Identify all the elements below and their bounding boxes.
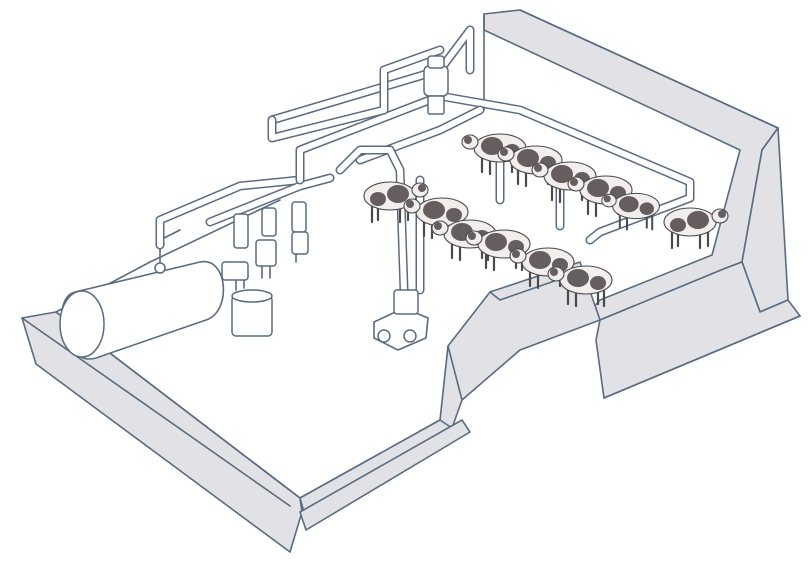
pit-ramp [299,261,601,513]
milk-can [221,261,273,337]
parlour-building [21,9,801,553]
cows [363,133,729,308]
cow-upper-5 [601,192,660,231]
cow-lower-6 [547,265,613,308]
cow-right-end [663,207,729,250]
milk-receiver-jar [423,55,449,115]
cow-lower-1 [363,181,429,224]
vacuum-pump [373,289,429,351]
milking-units [155,173,335,279]
right-wall [595,261,801,399]
cow-lower-4 [465,229,531,272]
milk-cooling-tank [59,229,225,360]
